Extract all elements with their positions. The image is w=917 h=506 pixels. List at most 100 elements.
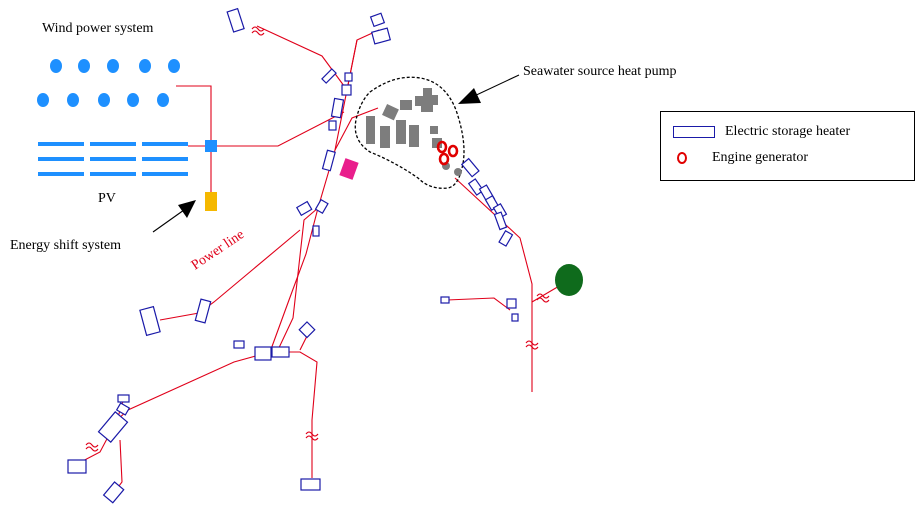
storage-heater-icon — [321, 68, 337, 84]
power-line-label: Power line — [189, 227, 247, 273]
storage-heater-icon — [233, 340, 245, 349]
storage-heater-icon — [226, 7, 245, 33]
pv-panel-icon — [90, 157, 136, 161]
storage-heater-icon — [341, 84, 352, 96]
pv-arrays — [38, 142, 188, 176]
wind-turbine-icon — [157, 93, 169, 107]
storage-heater-icon — [102, 481, 125, 504]
heat-pump-building-icon — [380, 126, 390, 148]
heat-pump-building-icon — [396, 120, 406, 144]
pv-panel-icon — [38, 172, 84, 176]
pv-panel-icon — [38, 157, 84, 161]
pv-label: PV — [98, 191, 116, 206]
storage-heater-icon — [511, 313, 519, 322]
storage-heater-icon — [314, 198, 329, 215]
lower-left-line — [116, 351, 271, 421]
legend: Electric storage heater Engine generator — [660, 111, 915, 181]
feeder-to-main — [211, 111, 345, 147]
energy-shift-system-label: Energy shift system — [10, 238, 121, 253]
heat-pump-line — [334, 107, 379, 151]
engine-generator-legend-icon — [677, 152, 687, 164]
engine-generator-icon — [447, 144, 459, 158]
south-line — [115, 439, 123, 491]
wind-turbine-icon — [78, 59, 90, 73]
magenta-facility-icon — [339, 158, 359, 180]
wind-power-system-label: Wind power system — [42, 21, 154, 36]
left-branch-line — [276, 207, 319, 353]
wind-turbine-icon — [98, 93, 110, 107]
heat-pump-main-building-icon — [415, 88, 438, 112]
storage-heater-icon — [328, 120, 337, 131]
storage-heater-icon — [298, 321, 316, 339]
heat-pump-arrowhead-icon — [458, 88, 481, 104]
storage-heater-icon — [370, 27, 392, 45]
legend-item-storage-heater: Electric storage heater — [673, 122, 850, 142]
heat-pump-building-icon — [400, 100, 412, 110]
storage-heater-icon — [312, 225, 320, 237]
pv-panel-icon — [142, 172, 188, 176]
seawater-heat-pump-label: Seawater source heat pump — [523, 64, 677, 79]
storage-heater-icon — [67, 459, 87, 474]
break-mark-icon — [305, 431, 319, 441]
top-branch-line — [256, 25, 380, 92]
pv-panel-icon — [142, 157, 188, 161]
wind-turbine-icon — [37, 93, 49, 107]
storage-heaters — [67, 7, 519, 504]
storage-heater-icon — [194, 298, 212, 324]
heat-pump-building-icon — [366, 116, 375, 144]
legend-label-storage-heater: Electric storage heater — [725, 124, 851, 139]
wind-turbine-icon — [127, 93, 139, 107]
pv-panel-icon — [142, 142, 188, 146]
heat-pump-tank-icon — [454, 168, 462, 176]
break-mark-icon — [85, 442, 99, 452]
power-lines — [76, 25, 567, 491]
storage-heater-icon — [344, 72, 353, 82]
storage-heater-icon — [440, 296, 450, 304]
legend-item-engine-generator: Engine generator — [673, 148, 808, 168]
east-sub-line — [446, 297, 511, 311]
storage-heater-icon — [369, 12, 386, 28]
break-mark-icon — [251, 26, 265, 36]
engine-generator-icon — [438, 152, 450, 166]
storage-heater-icon — [321, 149, 336, 172]
legend-label-engine-generator: Engine generator — [712, 150, 809, 165]
pv-panel-icon — [90, 142, 136, 146]
storage-heater-icon — [254, 346, 272, 361]
storage-heater-icon — [117, 394, 130, 403]
main-trunk-line — [269, 39, 358, 353]
storage-heater-legend-icon — [673, 126, 715, 138]
storage-heater-icon — [498, 229, 514, 247]
storage-heater-icon — [139, 305, 161, 337]
storage-heater-icon — [115, 402, 131, 416]
junction-node-icon — [205, 140, 217, 152]
storage-heater-icon — [330, 97, 345, 119]
heat-pump-buildings — [366, 88, 462, 176]
wind-turbine-icon — [50, 59, 62, 73]
ess-arrow-line — [152, 209, 185, 233]
ess-arrowhead-icon — [178, 200, 196, 218]
break-mark-icon — [525, 340, 539, 350]
storage-heater-icon — [506, 298, 517, 309]
heat-pump-boundary — [354, 76, 465, 189]
pointer-arrows — [152, 74, 520, 233]
energy-shift-system-icon — [205, 192, 217, 211]
storage-heater-icon — [271, 346, 290, 358]
line-breaks — [85, 26, 550, 452]
pv-panel-icon — [90, 172, 136, 176]
storage-heater-icon — [460, 157, 480, 178]
wind-turbines — [37, 59, 180, 107]
east-branch-line — [454, 177, 533, 392]
storage-heater-icon — [493, 211, 508, 231]
heat-pump-building-icon — [432, 138, 442, 148]
break-mark-icon — [536, 293, 550, 303]
heat-pump-arrow-line — [469, 74, 520, 99]
bottom-branch-line — [282, 351, 318, 478]
heat-pump-building-icon — [430, 126, 438, 134]
storage-heater-icon — [467, 178, 485, 196]
pv-panel-icon — [38, 142, 84, 146]
heat-pump-building-icon — [382, 104, 399, 121]
engine-generators — [436, 140, 459, 166]
wind-turbine-icon — [168, 59, 180, 73]
wind-turbine-icon — [67, 93, 79, 107]
